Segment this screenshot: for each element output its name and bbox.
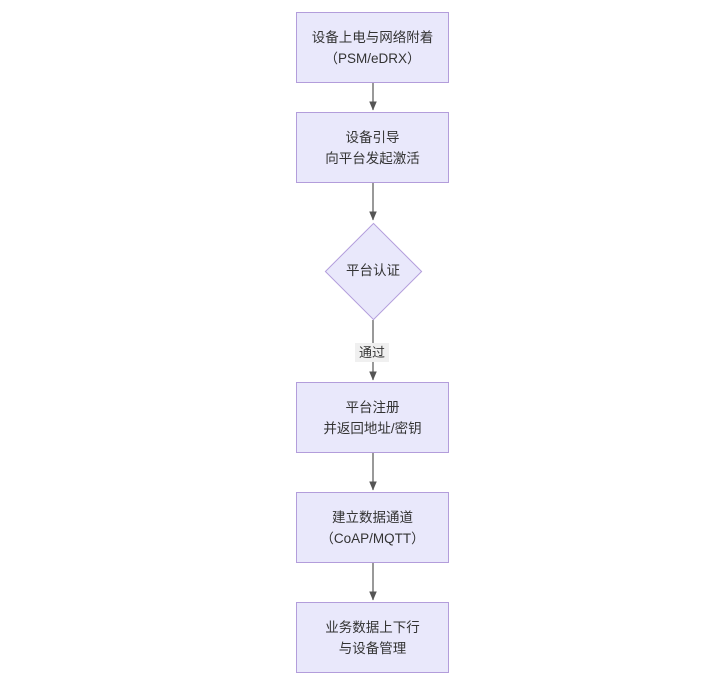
flow-node-line2: （PSM/eDRX） (324, 50, 421, 66)
edge-label-text: 通过 (359, 345, 386, 360)
flow-node-device-bootstrap[interactable]: 设备引导 向平台发起激活 (296, 112, 449, 183)
flow-node-line2: 与设备管理 (338, 640, 407, 656)
flow-node-business-data[interactable]: 业务数据上下行 与设备管理 (296, 602, 449, 673)
flow-node-line1: 平台认证 (346, 263, 400, 278)
flow-node-line2: 向平台发起激活 (325, 150, 420, 166)
flow-node-platform-auth[interactable]: 平台认证 (303, 201, 443, 341)
flow-node-line1: 业务数据上下行 (325, 619, 420, 635)
edge-label-pass: 通过 (355, 343, 390, 362)
flow-node-line1: 设备引导 (345, 129, 400, 145)
flow-node-line1: 平台注册 (345, 399, 400, 415)
flow-node-data-channel[interactable]: 建立数据通道 （CoAP/MQTT） (296, 492, 449, 563)
flow-node-platform-register[interactable]: 平台注册 并返回地址/密钥 (296, 382, 449, 453)
flow-node-device-power-on[interactable]: 设备上电与网络附着 （PSM/eDRX） (296, 12, 449, 83)
flow-node-line2: 并返回地址/密钥 (323, 420, 422, 436)
flow-node-line1: 设备上电与网络附着 (311, 29, 434, 45)
flow-node-line1: 建立数据通道 (332, 509, 413, 525)
flow-node-line2: （CoAP/MQTT） (320, 530, 425, 546)
